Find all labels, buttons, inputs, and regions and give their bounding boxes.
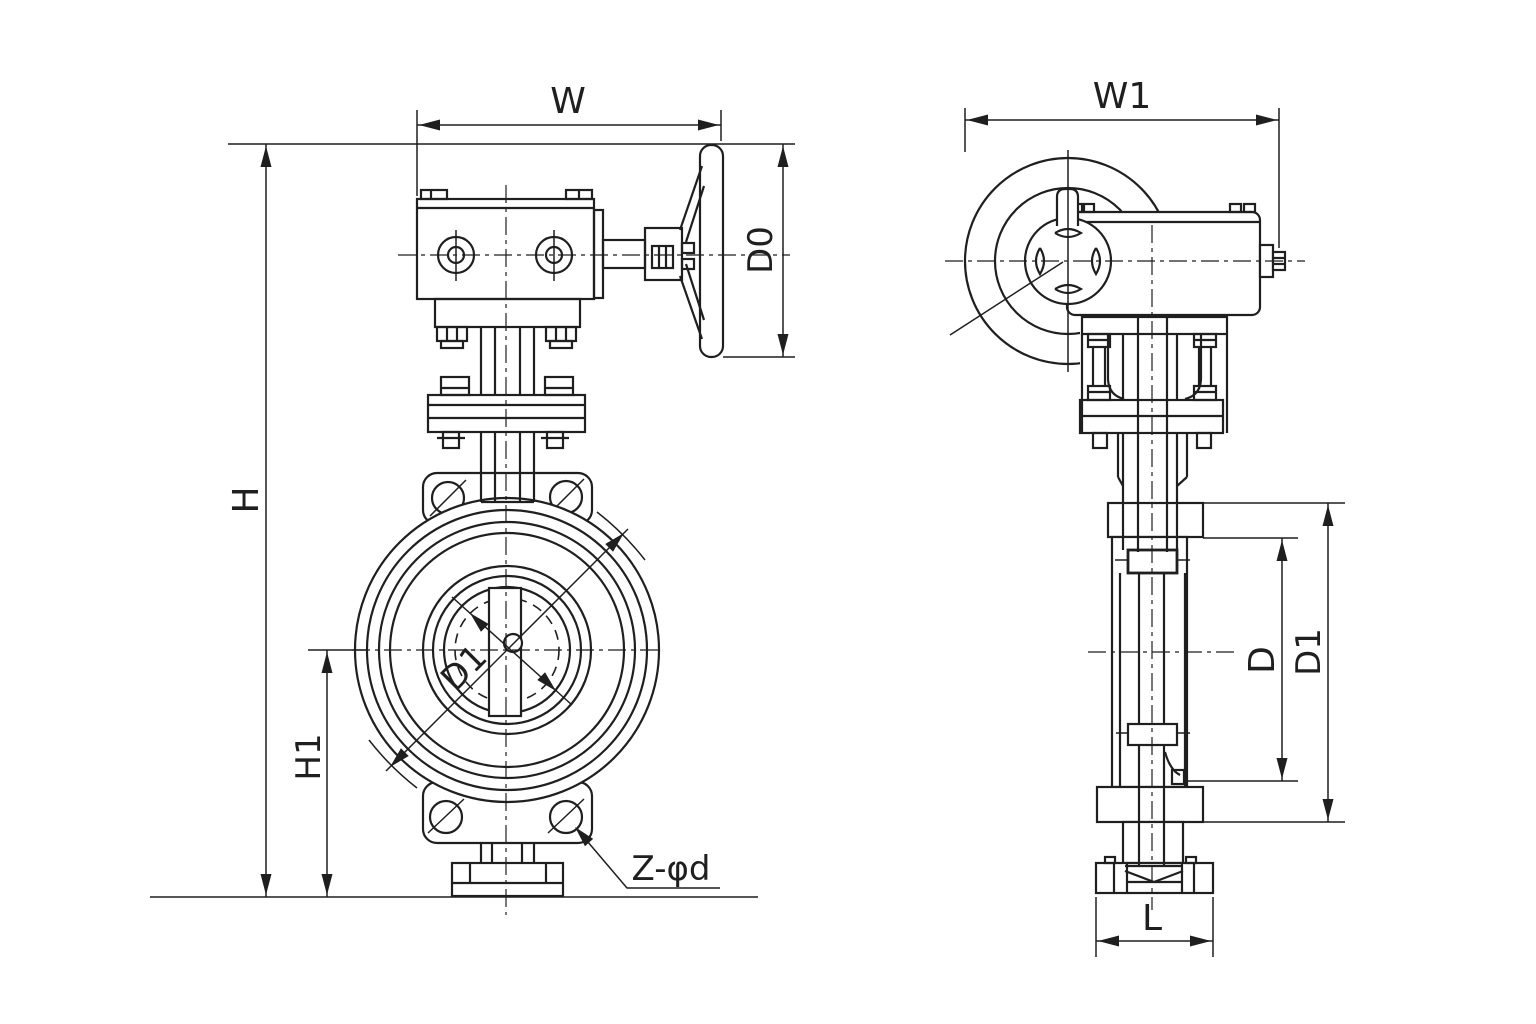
gearbox-base-plate [433,297,582,329]
gearbox-top-bolt [419,188,449,201]
dim-h: H [226,144,272,897]
gearbox-side-boss [592,208,605,300]
body-bottom-boss [1095,785,1205,824]
neck-front [426,327,587,473]
handwheel-rim [698,143,725,359]
dim-label-l: L [1142,898,1162,939]
spoke-hole [1090,247,1102,277]
yoke-side [1078,315,1229,487]
dim-h1: H1 [289,649,368,897]
dim-d1-side: D1 [1203,502,1345,823]
front-view: W D0 H H1 [150,81,795,915]
grease-fitting [1170,768,1186,786]
dim-label-h: H [226,486,267,513]
yoke-top-plate [1080,315,1229,336]
handwheel-spoke [678,275,704,340]
spoke-hole [1054,283,1084,295]
dim-d: D [1184,537,1298,782]
handwheel-hub [643,226,684,282]
dim-label-d0: D0 [741,226,781,274]
body-mid [1110,535,1189,789]
bolt-hole-callout: Z-φd [570,823,720,889]
dim-label-h1: H1 [289,733,329,780]
dim-w: W [416,81,722,196]
handwheel-spoke [678,165,704,231]
stem-side [1115,317,1190,866]
spoke-hole [1034,247,1046,277]
disc-tip [1124,869,1184,884]
bottom-cover [450,861,565,898]
dim-w1: W1 [964,76,1280,248]
side-view: W1 D D1 L [945,76,1345,957]
spoke-hole [1054,227,1084,239]
dim-label-d: D [1242,646,1283,674]
dim-d0: D0 [723,144,795,358]
dim-l: L [1095,897,1214,957]
dim-label-w: W [550,81,586,122]
bottom-cover-front [450,843,565,898]
input-shaft [601,238,647,270]
label-z-phi-d: Z-φd [632,849,711,889]
valve-body-side [1094,501,1215,895]
dim-label-w1: W1 [1093,76,1152,117]
dim-outer-diagonal [368,511,646,789]
dim-label-d1-side: D1 [1289,628,1329,676]
gearbox-front [415,143,725,359]
body-lower-neck [1121,820,1185,865]
